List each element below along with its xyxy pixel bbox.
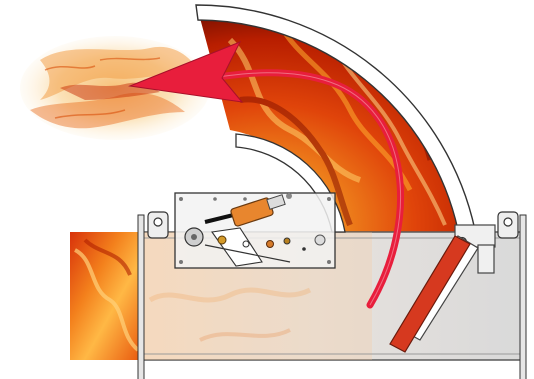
flame-inlet-block [70, 232, 142, 360]
mounting-bracket-right [498, 212, 518, 238]
mounting-bracket-left [148, 212, 168, 238]
actuator-mechanism-plate [175, 193, 335, 268]
